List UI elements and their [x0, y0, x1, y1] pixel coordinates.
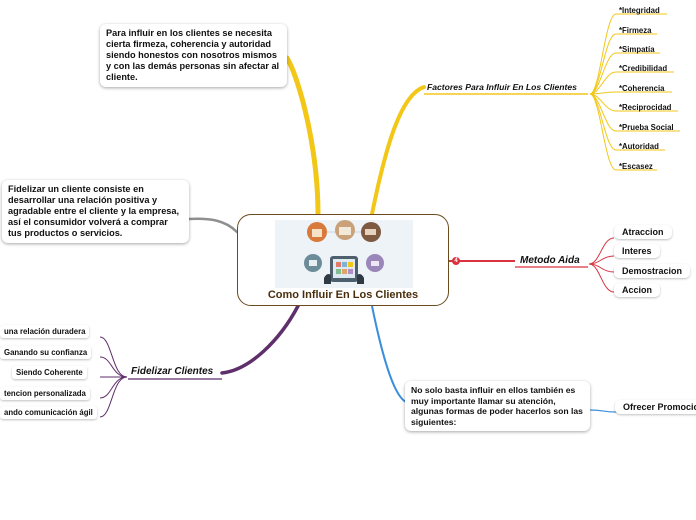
central-topic-title: Como Influir En Los Clientes [267, 289, 419, 301]
central-topic[interactable]: Como Influir En Los Clientes [237, 214, 449, 306]
fidelizar-item[interactable]: Siendo Coherente [12, 366, 87, 379]
fidelizar-item[interactable]: ando comunicación ágil [0, 406, 97, 419]
factor-item[interactable]: *Firmeza [619, 26, 652, 35]
factor-item[interactable]: *Reciprocidad [619, 103, 672, 112]
aida-count-badge[interactable]: 4 [452, 257, 460, 265]
aida-leaf-links [588, 237, 615, 293]
factor-item[interactable]: *Escasez [619, 162, 653, 171]
branch-fidelizar [220, 304, 300, 375]
note-influence[interactable]: Para influir en los clientes se necesita… [100, 24, 287, 87]
ecommerce-illustration [275, 220, 413, 288]
branch-left-note [187, 217, 239, 234]
factor-item[interactable]: *Credibilidad [619, 64, 668, 73]
topic-metodo-aida[interactable]: Metodo Aida [520, 255, 580, 266]
note-atencion[interactable]: No solo basta influir en ellos también e… [405, 381, 590, 431]
branch-top-note [284, 55, 321, 217]
factor-item[interactable]: *Autoridad [619, 142, 659, 151]
factores-leaf-links [589, 13, 680, 171]
atencion-item[interactable]: Ofrecer Promocio [615, 400, 696, 414]
factor-item[interactable]: *Coherencia [619, 84, 665, 93]
factor-item[interactable]: *Simpatía [619, 45, 655, 54]
fidelizar-item[interactable]: Ganando su confianza [0, 346, 92, 359]
note-fidelizar-definition[interactable]: Fidelizar un cliente consiste en desarro… [2, 180, 189, 243]
aida-item[interactable]: Atraccion [614, 225, 672, 239]
branch-factores [370, 85, 426, 216]
aida-item[interactable]: Demostracion [614, 264, 691, 278]
branch-atencion [371, 305, 407, 403]
topic-fidelizar-clientes[interactable]: Fidelizar Clientes [131, 366, 214, 377]
factor-item[interactable]: *Prueba Social [619, 123, 674, 132]
aida-item[interactable]: Interes [614, 244, 660, 258]
factor-item[interactable]: *Integridad [619, 6, 660, 15]
aida-item[interactable]: Accion [614, 283, 661, 297]
fidelizar-item[interactable]: tencion personalizada [0, 387, 90, 400]
topic-factores[interactable]: Factores Para Influir En Los Clientes [427, 82, 577, 92]
branch-atencion-child [589, 409, 696, 413]
fidelizar-leaf-links [99, 336, 128, 418]
fidelizar-item[interactable]: una relación duradera [0, 325, 90, 338]
